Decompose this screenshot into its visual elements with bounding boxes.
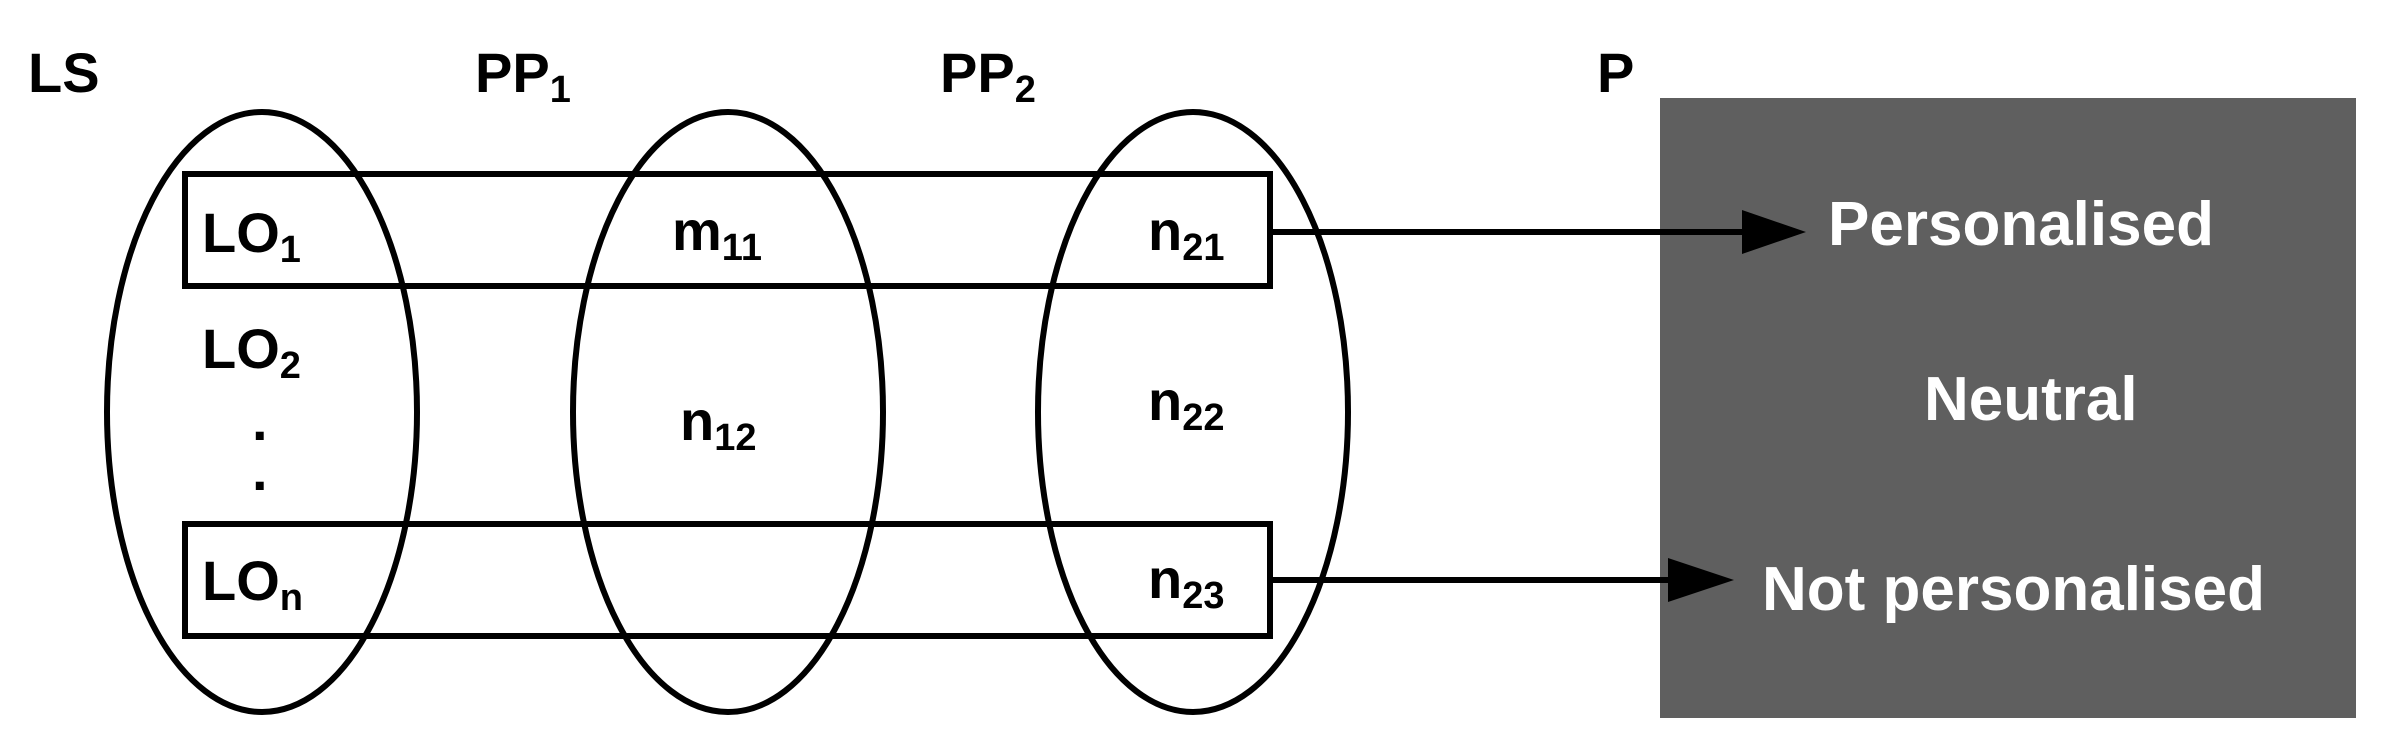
n12-label: n12 [680, 389, 757, 459]
pp1-ellipse [570, 109, 886, 715]
p-neutral-label: Neutral [1924, 365, 2138, 434]
bottom-row-rect [182, 521, 1273, 639]
header-pp1: PP1 [475, 41, 571, 111]
arrow-head-not-personalised [1668, 558, 1734, 602]
ls-ellipse [104, 109, 420, 715]
p-personalised-label: Personalised [1828, 190, 2214, 259]
arrow-head-personalised [1742, 210, 1806, 254]
n21-label: n21 [1148, 199, 1225, 269]
header-p: P [1597, 41, 1634, 104]
ellipsis-dot-2: . [252, 439, 268, 502]
lo2-label: LO2 [202, 317, 301, 387]
ellipsis-dot-1: . [252, 389, 268, 452]
n23-label: n23 [1148, 547, 1225, 617]
header-ls: LS [28, 41, 100, 104]
lo1-label: LO1 [202, 201, 301, 271]
pp2-ellipse [1035, 109, 1351, 715]
m11-label: m11 [672, 199, 762, 269]
lon-label: LOn [202, 549, 303, 619]
p-not-personalised-label: Not personalised [1762, 555, 2265, 624]
n22-label: n22 [1148, 369, 1225, 439]
header-pp2: PP2 [940, 41, 1036, 111]
p-box [1660, 98, 2356, 718]
